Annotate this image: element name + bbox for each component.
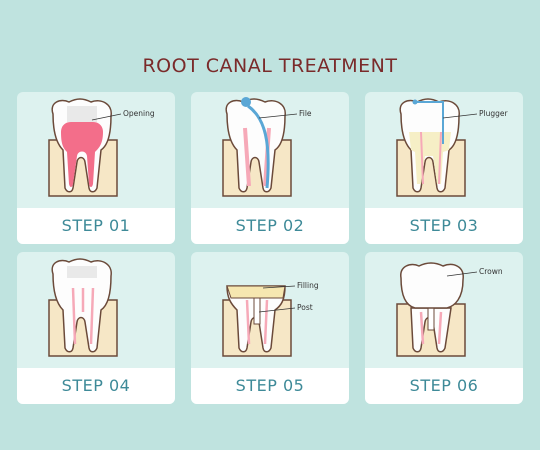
step-label-2: STEP 02	[191, 208, 349, 244]
temporary-cap	[67, 266, 97, 278]
filling	[226, 285, 286, 299]
step-card-5: Filling Post STEP 05	[191, 252, 349, 404]
tooth-illustration-step-6: Crown	[396, 262, 503, 357]
tooth-illustration-step-2: File	[222, 97, 312, 197]
tooth-base	[48, 98, 118, 197]
step-card-1: Opening STEP 01	[17, 92, 175, 244]
file-instrument	[241, 97, 270, 189]
callout-file: File	[299, 109, 312, 118]
post	[253, 297, 261, 325]
step-card-2: File STEP 02	[191, 92, 349, 244]
callout-post: Post	[297, 303, 313, 312]
callout-opening: Opening	[123, 109, 155, 118]
step-card-3: Plugger STEP 03	[365, 92, 523, 244]
step-card-6: Crown STEP 06	[365, 252, 523, 404]
step-card-4: STEP 04	[17, 252, 175, 404]
tooth-illustration-step-5: Filling Post	[222, 281, 319, 357]
step-label-1: STEP 01	[17, 208, 175, 244]
access-opening	[67, 106, 97, 122]
page-title: ROOT CANAL TREATMENT	[142, 55, 398, 77]
step-label-5: STEP 05	[191, 368, 349, 404]
callout-plugger: Plugger	[479, 109, 508, 118]
step-label-6: STEP 06	[365, 368, 523, 404]
infected-pulp	[61, 122, 103, 187]
plugger-instrument	[412, 99, 444, 144]
crown	[400, 262, 464, 309]
step-label-3: STEP 03	[365, 208, 523, 244]
callout-filling: Filling	[297, 281, 319, 290]
step-label-4: STEP 04	[17, 368, 175, 404]
tooth-illustration-step-1: Opening	[48, 98, 155, 197]
callout-crown: Crown	[479, 267, 503, 276]
tooth-illustration-step-3: Plugger	[396, 98, 508, 197]
tooth-illustration-step-4	[48, 258, 118, 357]
